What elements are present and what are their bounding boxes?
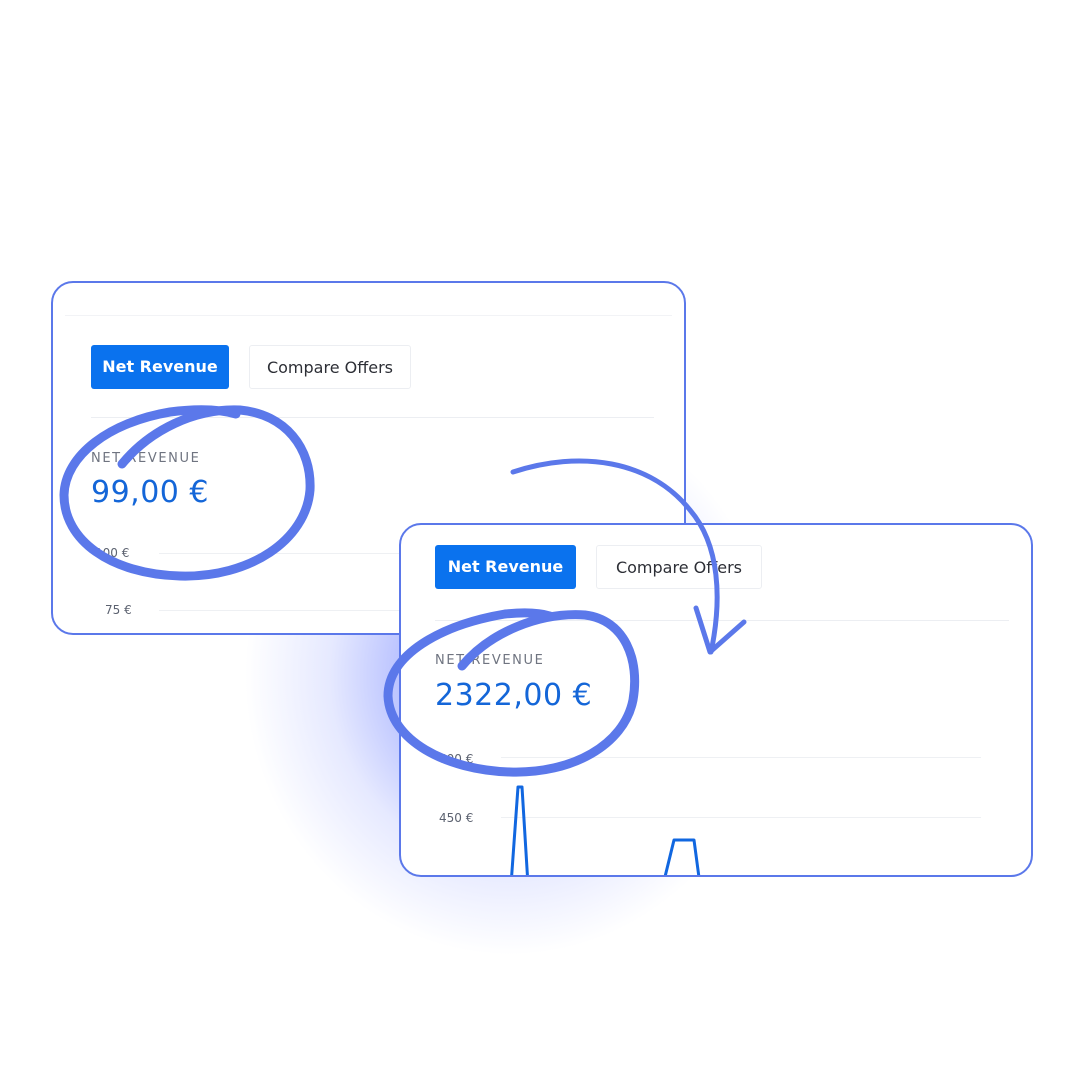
- y-axis-tick-label: 100 €: [95, 546, 130, 560]
- card-top-rule: [65, 315, 672, 316]
- y-axis-tick-label: 75 €: [105, 603, 132, 617]
- revenue-card-after: Net Revenue Compare Offers NET REVENUE 2…: [399, 523, 1033, 877]
- net-revenue-label: NET REVENUE: [91, 451, 201, 466]
- net-revenue-value: 99,00 €: [91, 475, 210, 510]
- compare-offers-tab-button[interactable]: Compare Offers: [249, 345, 411, 389]
- net-revenue-tab-button[interactable]: Net Revenue: [91, 345, 229, 389]
- revenue-series-line: [510, 785, 701, 875]
- revenue-line-chart: [510, 785, 701, 875]
- section-divider: [91, 417, 654, 418]
- y-axis-tick-label: 450 €: [439, 811, 474, 825]
- chart-gridline: [501, 817, 981, 818]
- chart-gridline: [501, 757, 981, 758]
